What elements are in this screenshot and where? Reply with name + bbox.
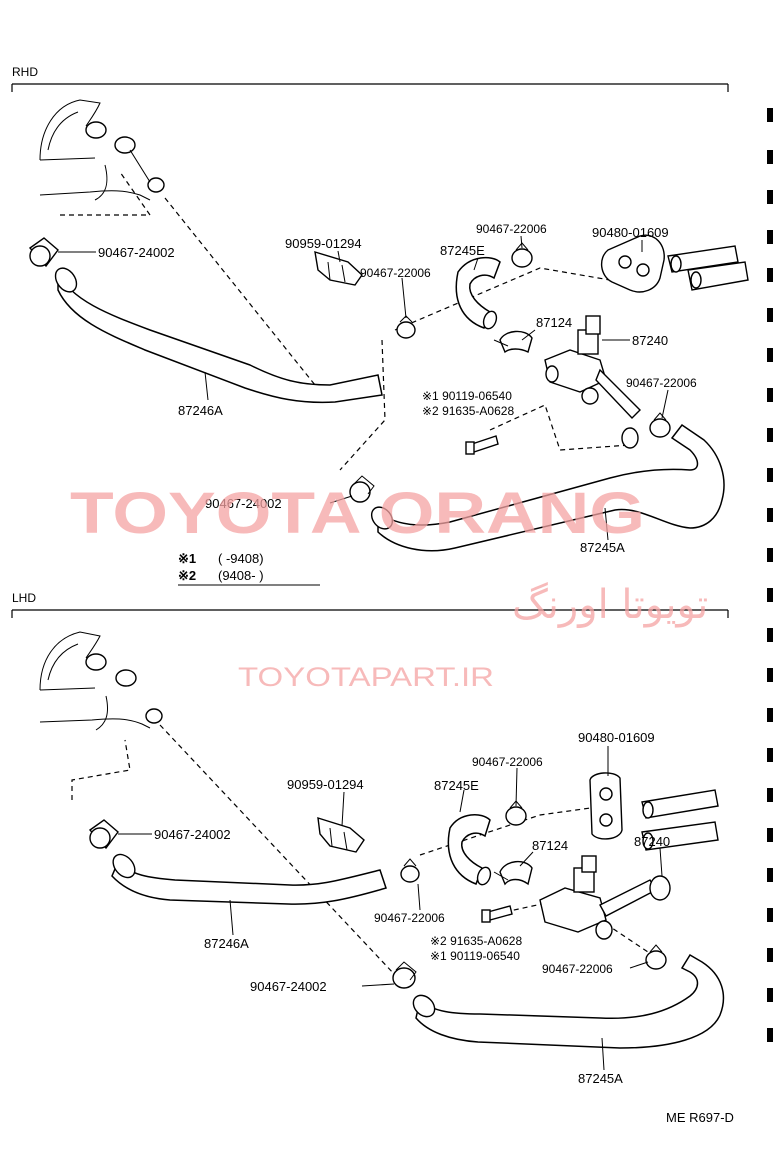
- lhd-clamp-b-label: 90467-22006: [374, 911, 445, 925]
- rhd-grommet-label: 90959-01294: [285, 236, 362, 251]
- lhd-bracket-label: 87124: [532, 838, 568, 853]
- rhd-clamp-b-label: 90467-22006: [476, 222, 547, 236]
- rhd-engine-outline: [39, 99, 165, 201]
- watermark: TOYOTA ORANG تویوتا اورنگ TOYOTAPART.IR: [70, 481, 708, 692]
- rhd-clamp-c-icon: [649, 412, 671, 438]
- rhd-hose-87245e: [455, 256, 501, 330]
- rhd-hose-left-label: 87246A: [178, 403, 223, 418]
- lhd-section: LHD 90467-24002: [11, 591, 729, 1086]
- rhd-note-1: ※1 90119-06540: [422, 389, 512, 403]
- rhd-clamp-upper-label: 90467-24002: [98, 245, 175, 260]
- lhd-note-1: ※1 90119-06540: [430, 949, 520, 963]
- lhd-note-2: ※2 91635-A0628: [430, 934, 522, 948]
- lhd-plate-label: 90480-01609: [578, 730, 655, 745]
- lhd-plate-icon: [589, 772, 623, 840]
- rhd-grommet-icon: [314, 251, 363, 286]
- rhd-clamp-c-label: 90467-22006: [626, 376, 697, 390]
- rhd-bolt-icon: [465, 435, 499, 455]
- lhd-hose-87245a: [412, 953, 725, 1049]
- rhd-plate-icon: [601, 234, 665, 293]
- rhd-clamp-lower-label: 90467-24002: [205, 496, 282, 511]
- rhd-clamp-upper-icon: [28, 237, 59, 268]
- rhd-clamp-b-icon: [511, 242, 533, 268]
- lhd-grommet-label: 90959-01294: [287, 777, 364, 792]
- rhd-plate-label: 90480-01609: [592, 225, 669, 240]
- lhd-hose-bottom-label: 87245A: [578, 1071, 623, 1086]
- legend-2-text: (9408- ): [218, 568, 264, 583]
- lhd-clamp-b-icon: [400, 858, 420, 883]
- lhd-clamp-upper-icon: [88, 819, 119, 850]
- rhd-section: RHD 90467-24002: [11, 65, 749, 555]
- rhd-valve-label: 87240: [632, 333, 668, 348]
- rhd-clamp-a-label: 90467-22006: [360, 266, 431, 280]
- rhd-note-2: ※2 91635-A0628: [422, 404, 514, 418]
- lhd-bolt-icon: [481, 905, 513, 923]
- rhd-hose-bottom-label: 87245A: [580, 540, 625, 555]
- rhd-clamp-a-icon: [396, 315, 416, 339]
- lhd-clamp-c-icon: [645, 944, 667, 970]
- lhd-clamp-a-icon: [505, 800, 527, 826]
- rhd-heater-pipes: [667, 245, 749, 291]
- lhd-hose-87246a: [111, 853, 387, 905]
- watermark-brand: TOYOTA ORANG: [70, 481, 645, 546]
- margin-binding-marks: [767, 108, 773, 1042]
- watermark-url: TOYOTAPART.IR: [238, 662, 494, 692]
- lhd-hose-left-label: 87246A: [204, 936, 249, 951]
- lhd-engine-outline: [39, 631, 163, 731]
- rhd-section-label: RHD: [12, 65, 38, 79]
- rhd-bracket-label: 87124: [536, 315, 572, 330]
- lhd-clamp-c-label: 90467-22006: [542, 962, 613, 976]
- lhd-heater-pipes: [641, 789, 719, 851]
- lhd-clamp-a-label: 90467-22006: [472, 755, 543, 769]
- rhd-hose-87246a: [54, 267, 383, 404]
- watermark-persian: تویوتا اورنگ: [512, 582, 708, 628]
- lhd-section-label: LHD: [12, 591, 36, 605]
- lhd-valve-icon: [539, 855, 671, 940]
- lhd-bracket-icon: [493, 861, 533, 886]
- rhd-bracket-icon: [493, 330, 533, 354]
- rhd-valve-icon: [544, 315, 641, 449]
- lhd-hose-e-label: 87245E: [434, 778, 479, 793]
- rhd-hose-e-label: 87245E: [440, 243, 485, 258]
- lhd-clamp-lower-icon: [392, 961, 417, 989]
- legend-1-mark: ※1: [178, 551, 196, 566]
- legend-2-mark: ※2: [178, 568, 196, 583]
- rhd-clamp-lower-icon: [349, 475, 375, 503]
- lhd-hose-87245e: [447, 814, 492, 886]
- lhd-clamp-upper-label: 90467-24002: [154, 827, 231, 842]
- legend-1-text: ( -9408): [218, 551, 264, 566]
- diagram-code: ME R697-D: [666, 1110, 734, 1125]
- lhd-grommet-icon: [317, 817, 365, 853]
- lhd-valve-label: 87240: [634, 834, 670, 849]
- date-legend: ※1 ( -9408) ※2 (9408- ): [178, 551, 320, 586]
- rhd-hose-87245a: [370, 423, 725, 552]
- lhd-clamp-lower-label: 90467-24002: [250, 979, 327, 994]
